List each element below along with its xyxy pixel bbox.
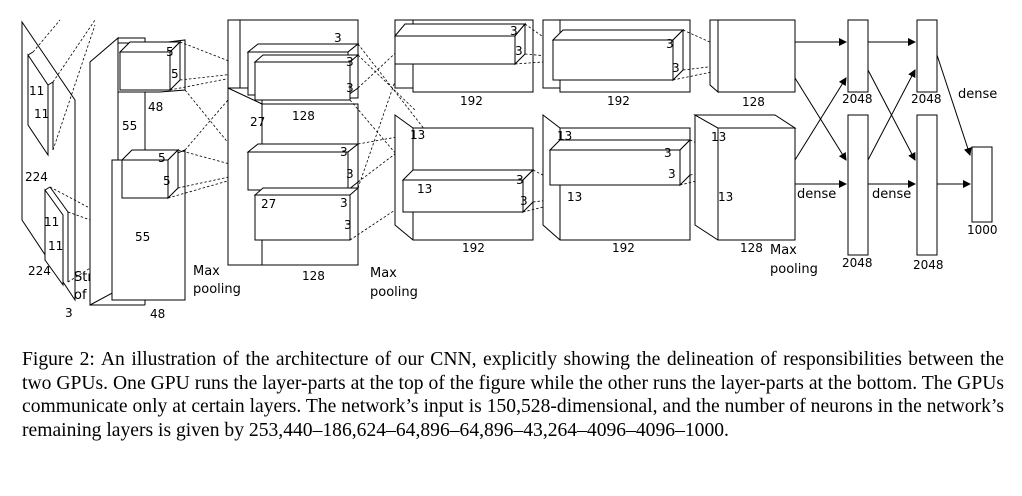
kernel-bottom-label-b: 11 [48, 239, 63, 253]
conv2-k-label-3: 3 [346, 81, 354, 95]
conv1-bottom-depth-label: 48 [150, 307, 165, 321]
dense-label-1: dense [797, 187, 836, 202]
input-channels-label: 3 [65, 306, 73, 320]
fc6-top [847, 19, 869, 93]
conv2-k-label-4: 3 [340, 145, 348, 159]
dense-label-2: dense [872, 187, 911, 202]
conv5-top-depth-label: 128 [742, 95, 765, 109]
pool3-label-line1: Max [770, 243, 797, 258]
pool2-label-line1: Max [370, 266, 397, 281]
conv2-top-depth-label: 128 [292, 109, 315, 123]
cnn-architecture-diagram: 224 224 3 11 11 11 11 Stride of 4 5 5 5 … [21, 19, 998, 321]
conv3-block [393, 19, 535, 241]
conv2-k-label-5: 3 [346, 167, 354, 181]
conv2-block [227, 19, 360, 266]
fc6-top-size-label: 2048 [842, 92, 873, 106]
figure-caption-label: Figure 2: [22, 349, 95, 370]
conv3-k-label-3: 3 [516, 173, 524, 187]
dense-label-3: dense [958, 87, 997, 102]
conv2-k-label-7: 3 [344, 218, 352, 232]
conv4-bottom-depth-label: 192 [612, 241, 635, 255]
conv1-k-label-3: 5 [158, 151, 166, 165]
conv1-top-depth-label: 48 [148, 100, 163, 114]
input-block [21, 20, 76, 302]
fc7-top-size-label: 2048 [911, 92, 942, 106]
pool1-label-line2: pooling [193, 282, 241, 297]
conv3-k-label-1: 3 [510, 24, 518, 38]
conv5-block [693, 19, 797, 241]
conv5-bottom-depth-label: 128 [740, 241, 763, 255]
conv4-k-label-2: 3 [672, 61, 680, 75]
conv3-bottom-depth-label: 192 [462, 241, 485, 255]
figure-caption: Figure 2:An illustration of the architec… [22, 348, 1004, 442]
fc7-top [916, 19, 938, 93]
conv4-size-label-2: 13 [567, 190, 582, 204]
conv2-size-label: 27 [250, 115, 265, 129]
conv1-k-label-1: 5 [166, 45, 174, 59]
output-size-label: 1000 [967, 223, 998, 237]
kernel-bottom-label-a: 11 [44, 215, 59, 229]
figure-caption-text: An illustration of the architecture of o… [22, 349, 1005, 441]
fc7-bottom [916, 114, 938, 256]
fc7-bottom-size-label: 2048 [913, 258, 944, 272]
conv4-block [542, 19, 692, 241]
input-height-label: 224 [25, 170, 48, 184]
kernel-top-label-b: 11 [34, 107, 49, 121]
conv4-k-label-3: 3 [664, 146, 672, 160]
conv4-k-label-4: 3 [668, 167, 676, 181]
conv5-size-label: 13 [711, 130, 726, 144]
conv3-top-depth-label: 192 [460, 94, 483, 108]
conv3-size-label-2: 13 [417, 182, 432, 196]
conv4-k-label-1: 3 [666, 37, 674, 51]
fc6-bottom-size-label: 2048 [842, 256, 873, 270]
conv2-k-label-1: 3 [334, 31, 342, 45]
pool1-label-line1: Max [193, 264, 220, 279]
fc6-bottom [847, 114, 869, 256]
conv2-size-label-2: 27 [261, 197, 276, 211]
output-layer [971, 146, 993, 223]
conv5-size-label-2: 13 [718, 190, 733, 204]
conv3-k-label-4: 3 [520, 194, 528, 208]
conv1-size-label-2: 55 [135, 230, 150, 244]
conv1-k-label-4: 5 [163, 174, 171, 188]
pool3-label-line2: pooling [770, 262, 818, 277]
conv1-k-label-2: 5 [171, 67, 179, 81]
conv2-k-label-6: 3 [340, 196, 348, 210]
conv1-block [89, 36, 186, 306]
conv3-size-label: 13 [410, 128, 425, 142]
conv1-size-label: 55 [122, 119, 137, 133]
conv3-k-label-2: 3 [515, 44, 523, 58]
input-width-label: 224 [28, 264, 51, 278]
conv4-size-label: 13 [557, 129, 572, 143]
conv4-top-depth-label: 192 [607, 94, 630, 108]
pool2-label-line2: pooling [370, 285, 418, 300]
dense-connections [794, 38, 972, 188]
conv2-k-label-2: 3 [346, 55, 354, 69]
conv2-bottom-depth-label: 128 [302, 269, 325, 283]
kernel-top-label-a: 11 [29, 84, 44, 98]
